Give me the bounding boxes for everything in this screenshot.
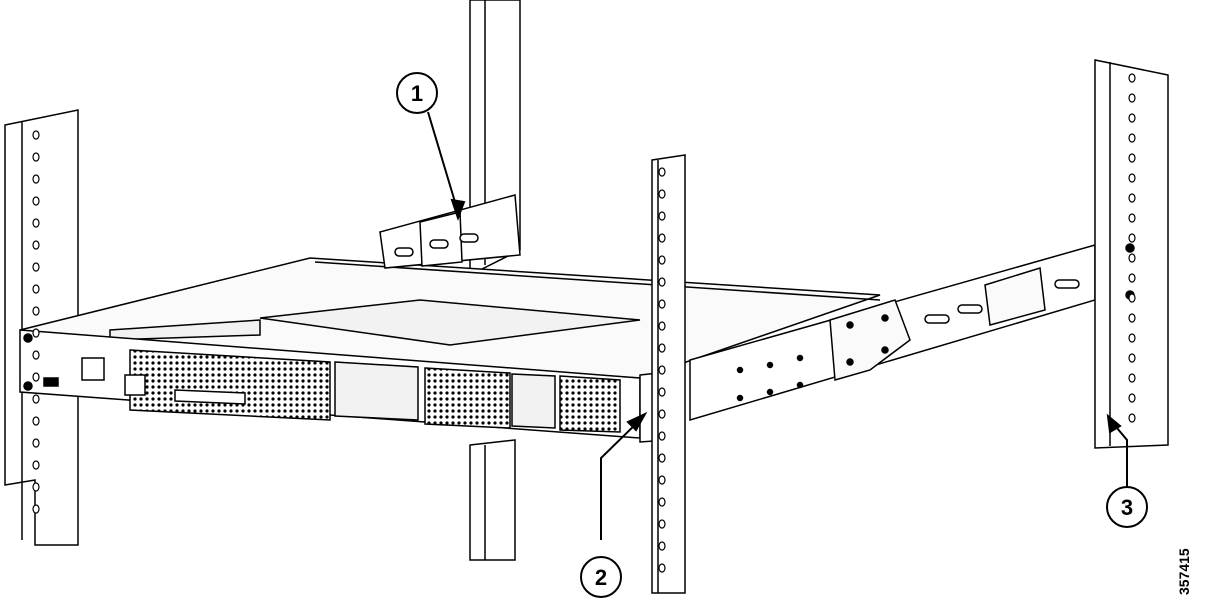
rack-hole xyxy=(1128,293,1136,303)
rack-hole xyxy=(1128,393,1136,403)
front-faceplate xyxy=(19,329,641,439)
rack-hole xyxy=(32,196,40,206)
rack-hole xyxy=(658,541,666,551)
rack-hole xyxy=(32,262,40,272)
callout-1-number: 1 xyxy=(411,81,423,106)
rack-hole xyxy=(32,328,40,338)
rack-hole xyxy=(32,438,40,448)
rack-hole xyxy=(32,174,40,184)
callout-leaders xyxy=(427,111,1128,540)
rack-hole xyxy=(658,409,666,419)
front-right-rack-post xyxy=(651,154,686,594)
rack-hole xyxy=(1128,193,1136,203)
rack-hole xyxy=(658,563,666,573)
rack-hole xyxy=(1128,153,1136,163)
rack-hole xyxy=(32,240,40,250)
rack-hole xyxy=(658,431,666,441)
rack-hole xyxy=(658,387,666,397)
rack-hole xyxy=(1128,413,1136,423)
rack-hole xyxy=(1128,93,1136,103)
rack-hole xyxy=(32,460,40,470)
rack-hole xyxy=(1128,353,1136,363)
rack-hole xyxy=(1128,173,1136,183)
rack-hole xyxy=(32,482,40,492)
figure-id-label: 357415 xyxy=(1176,548,1192,595)
rack-hole xyxy=(1128,113,1136,123)
side-rail xyxy=(689,244,1096,422)
rack-hole xyxy=(658,321,666,331)
rack-hole xyxy=(1128,253,1136,263)
rack-hole xyxy=(658,453,666,463)
rack-hole xyxy=(32,394,40,404)
rack-hole xyxy=(32,152,40,162)
rack-hole xyxy=(1128,313,1136,323)
rack-hole xyxy=(658,497,666,507)
rack-hole xyxy=(658,343,666,353)
rack-hole xyxy=(658,299,666,309)
rack-hole xyxy=(32,504,40,514)
rack-hole xyxy=(1128,273,1136,283)
rack-hole xyxy=(1128,233,1136,243)
callout-3: 3 xyxy=(1106,486,1148,528)
rack-hole xyxy=(32,284,40,294)
callout-1: 1 xyxy=(396,72,438,114)
rack-hole xyxy=(658,277,666,287)
rack-hole xyxy=(1128,333,1136,343)
rack-hole xyxy=(658,255,666,265)
rack-hole xyxy=(32,130,40,140)
rack-hole xyxy=(658,189,666,199)
callout-3-number: 3 xyxy=(1121,495,1133,520)
rack-hole xyxy=(658,233,666,243)
callout-2-number: 2 xyxy=(595,565,607,590)
rack-hole xyxy=(1128,373,1136,383)
rack-holes xyxy=(32,73,1136,573)
rack-hole xyxy=(658,475,666,485)
rack-hole xyxy=(1128,213,1136,223)
callout-2: 2 xyxy=(580,556,622,598)
rack-hole xyxy=(658,365,666,375)
rack-hole xyxy=(32,350,40,360)
rack-hole xyxy=(658,211,666,221)
rack-hole xyxy=(1128,133,1136,143)
rack-hole xyxy=(1128,73,1136,83)
rack-hole xyxy=(32,416,40,426)
rack-hole xyxy=(32,218,40,228)
rack-hole xyxy=(32,306,40,316)
rear-rail-bracket xyxy=(379,194,521,269)
rack-hole xyxy=(32,372,40,382)
rack-hole xyxy=(658,519,666,529)
rack-hole xyxy=(658,167,666,177)
